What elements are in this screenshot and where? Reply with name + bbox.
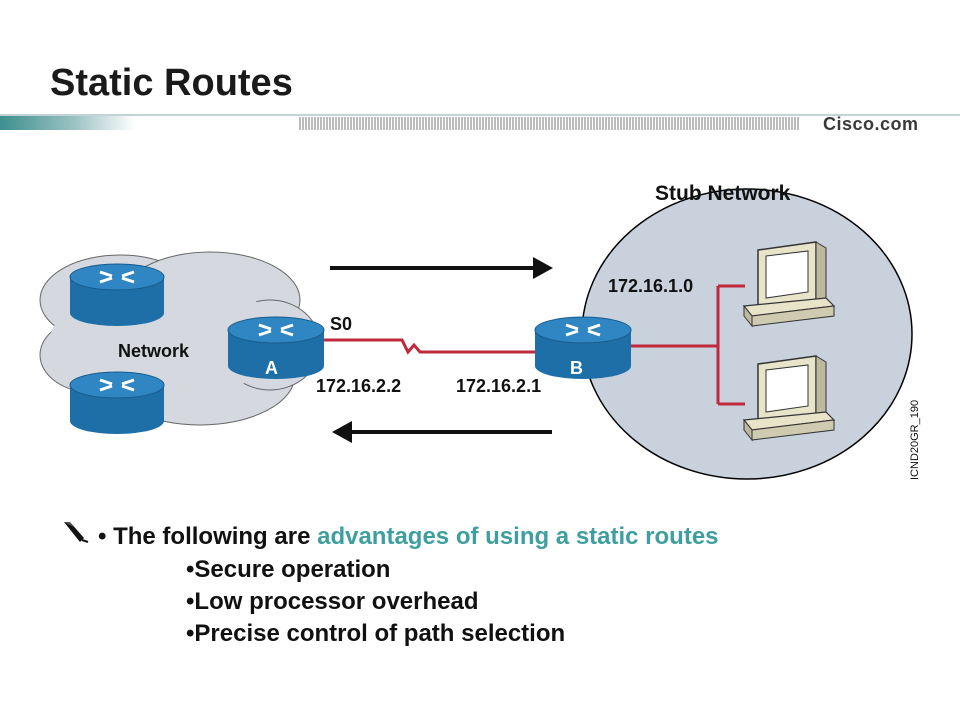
network-diagram: Stub Network Network S0 172.16.2.2 172.1… [39,182,921,480]
bullet-dot: • [98,523,114,550]
list-item: •Low processor overhead [186,588,479,615]
return-arrow [332,421,552,443]
figure-id: ICND20GR_190 [909,400,921,480]
subnet-label: 172.16.1.0 [608,276,693,296]
list-item: •Secure operation [186,556,391,583]
router-icon [69,371,165,434]
intro-highlight: advantages of using a static routes [317,523,719,550]
computer-icon [742,241,836,328]
lan-segment [620,284,745,406]
pen-icon [62,520,98,551]
serial-link [312,338,540,355]
interface-label: S0 [330,314,352,334]
router-b-label: B [570,358,583,378]
stub-network-area [581,188,913,480]
header-bar [0,114,960,130]
bullet-intro: • The following are advantages of using … [62,520,719,551]
computer-icon [742,355,836,442]
stub-network-label: Stub Network [655,182,791,205]
router-a-icon [227,316,325,379]
router-a-label: A [265,358,278,378]
router-icon [69,263,165,326]
brand-logo: Cisco.com [823,114,919,134]
ip-address-a: 172.16.2.2 [316,376,401,396]
router-b-icon [534,316,632,379]
forward-arrow [330,257,553,279]
network-label: Network [118,341,190,361]
page-title: Static Routes [50,62,293,104]
list-item: •Precise control of path selection [186,620,566,647]
ip-address-b: 172.16.2.1 [456,376,541,396]
intro-text: The following are [113,523,318,550]
